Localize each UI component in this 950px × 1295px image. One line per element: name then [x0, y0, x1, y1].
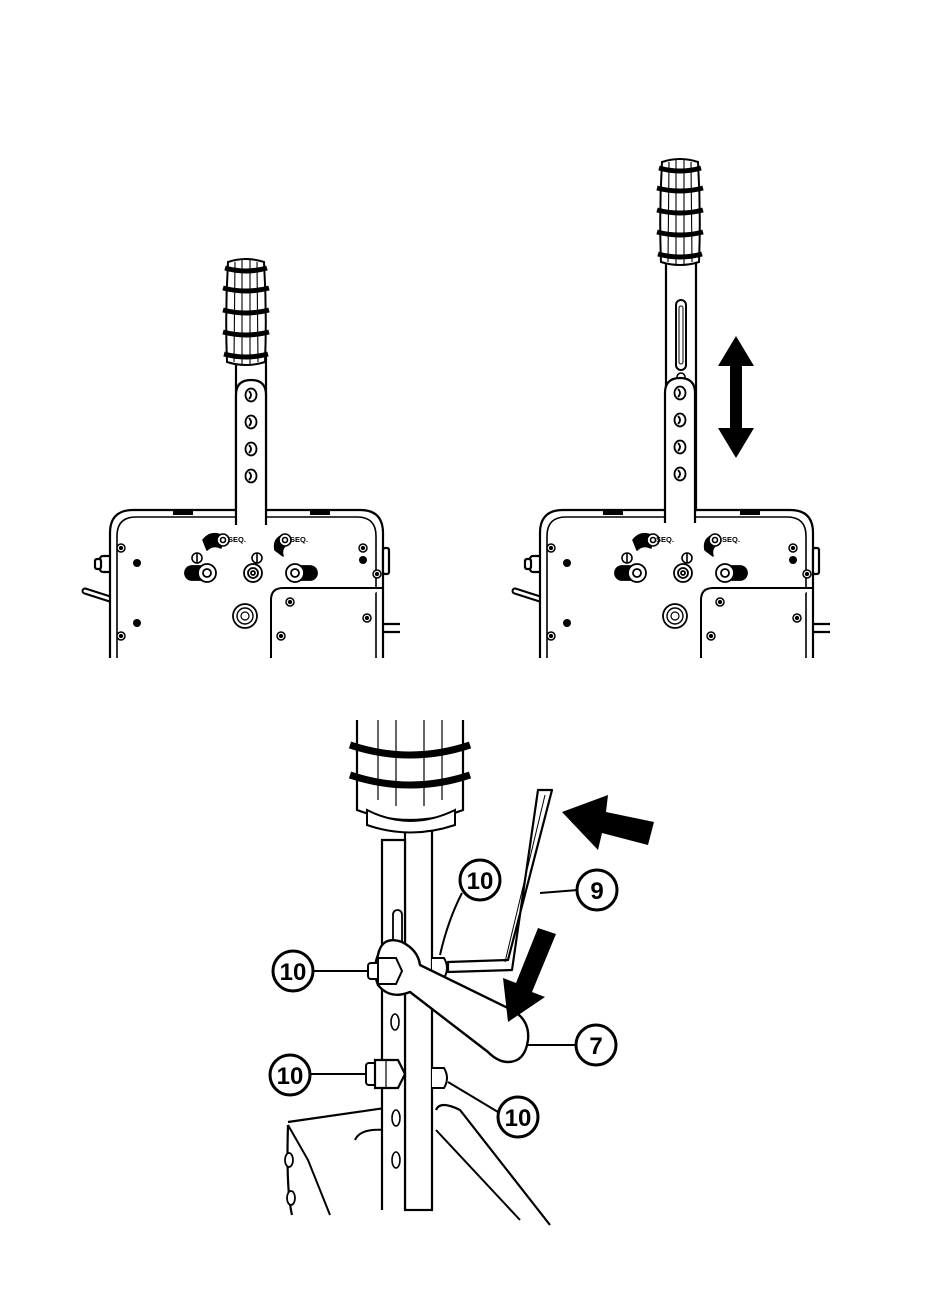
arrow-icon — [503, 928, 556, 1022]
callout-lower-bolt: 10 — [270, 1055, 310, 1095]
callout-hex-key: 9 — [577, 870, 617, 910]
callout-label: 9 — [590, 878, 603, 905]
seq-label-left-2: SEQ. — [290, 535, 308, 544]
callout-label: 10 — [467, 868, 494, 895]
callout-upper-nut: 10 — [460, 860, 500, 900]
seq-label-right-2: SEQ. — [722, 535, 740, 544]
double-arrow-icon — [718, 336, 754, 458]
callout-label: 7 — [589, 1033, 602, 1060]
callout-upper-bolt: 10 — [273, 951, 313, 991]
callout-label: 10 — [277, 1063, 304, 1090]
seq-label-left-1: SEQ. — [228, 535, 246, 544]
callout-lower-nut: 10 — [498, 1097, 538, 1137]
seq-label-right-1: SEQ. — [656, 535, 674, 544]
callout-label: 10 — [505, 1105, 532, 1132]
callout-wrench: 7 — [576, 1025, 616, 1065]
shifter-retracted: SEQ. SEQ. — [85, 259, 400, 658]
shifter-extended: SEQ. SEQ. — [515, 159, 830, 658]
callout-label: 10 — [280, 959, 307, 986]
arrow-icon — [562, 795, 654, 850]
